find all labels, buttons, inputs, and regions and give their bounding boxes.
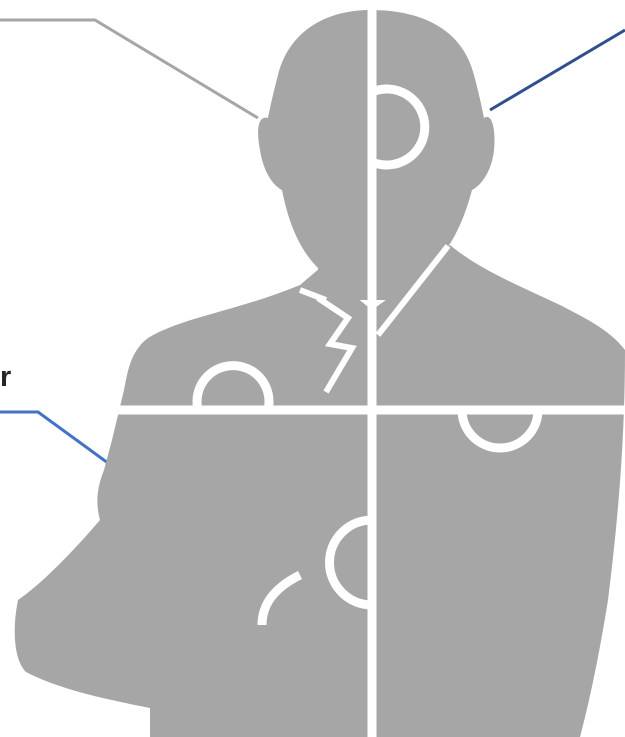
callout-line-top-left [0,20,258,118]
label-left-mid: r [0,363,11,392]
businessman-silhouette [15,10,625,737]
callout-line-left-mid [0,412,108,463]
callout-line-top-right [490,30,625,110]
torso-shape [15,245,625,737]
